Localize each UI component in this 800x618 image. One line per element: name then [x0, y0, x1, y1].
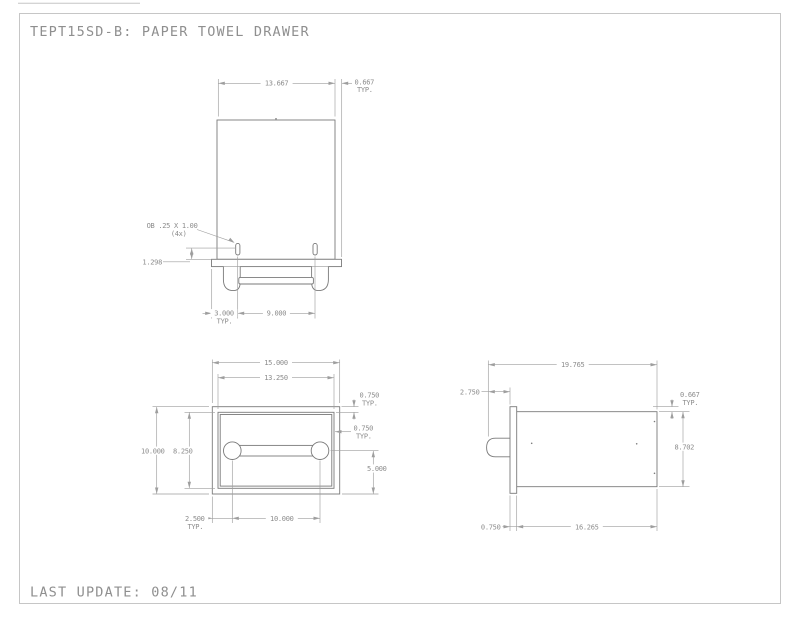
center-mark — [275, 118, 277, 120]
dim-plan-flange-offset: 0.667 — [355, 79, 375, 87]
dim-plan-bar-span: 9.000 — [267, 310, 287, 318]
dim-front-flange: 0.750 — [360, 391, 380, 399]
slot-note-line1: OB .25 X 1.00 — [147, 222, 198, 230]
dim-side-handle-depth: 2.750 — [460, 388, 480, 396]
dim-plan-bar-offset: 3.000 — [214, 310, 234, 318]
dim-plan-bar-offset-typ: TYP. — [217, 318, 233, 326]
dim-side-flange-typ: TYP. — [683, 399, 699, 407]
dim-front-border-typ: TYP. — [356, 432, 372, 440]
handle-bar — [238, 444, 314, 457]
dim-front-handle-offset-typ: TYP. — [187, 523, 203, 531]
left-bracket — [222, 266, 241, 292]
front-face-outline — [219, 414, 333, 487]
dim-front-handle-height: 5.000 — [367, 465, 387, 473]
handle-end-right — [310, 441, 330, 460]
front-outer-outline — [211, 406, 341, 495]
mounting-slot-right — [312, 242, 318, 256]
dim-plan-flange-typ: TYP. — [357, 86, 373, 94]
dim-side-flange: 0.667 — [680, 391, 700, 399]
front-view-geometry — [211, 406, 341, 495]
handle-end-left — [223, 441, 242, 460]
dim-front-flange-typ: TYP. — [362, 399, 378, 407]
dim-side-total-depth: 19.765 — [561, 361, 585, 369]
drawer-box-outline — [516, 411, 658, 488]
side-view-geometry — [486, 406, 658, 494]
front-opening-outline — [217, 411, 335, 489]
front-view: 15.000 13.250 0.750 TYP. 0.750 TYP. 10.0… — [136, 358, 391, 531]
dim-front-opening-height: 8.250 — [173, 447, 193, 455]
plan-view-dimensions: 13.667 0.667 TYP. OB .25 X 1.00 (4x) 1.2… — [142, 79, 374, 326]
side-view: 19.765 2.750 0.667 TYP. 8.702 — [460, 360, 700, 531]
dim-front-handle-offset: 2.500 — [185, 515, 205, 523]
right-bracket — [311, 266, 329, 292]
rivet-mark — [653, 420, 656, 423]
handle-profile — [486, 437, 511, 458]
dim-front-opening-width: 13.250 — [264, 374, 288, 382]
last-update-label: LAST UPDATE: 08/11 — [30, 585, 198, 601]
flange-plate — [509, 406, 518, 494]
dim-front-outer-width: 15.000 — [264, 359, 288, 367]
rivet-mark — [635, 443, 638, 445]
rivet-mark — [530, 442, 533, 445]
plan-view-geometry — [211, 118, 342, 292]
dim-front-outer-height: 10.000 — [141, 447, 165, 455]
flange-bar — [211, 258, 342, 268]
drawer-body-outline — [216, 119, 336, 260]
dim-side-flange-thickness: 0.750 — [481, 523, 501, 531]
dim-plan-width: 13.667 — [265, 80, 289, 88]
dim-side-body-depth: 16.265 — [575, 523, 599, 531]
dim-side-body-height: 8.702 — [675, 443, 695, 451]
front-view-dimensions: 15.000 13.250 0.750 TYP. 0.750 TYP. 10.0… — [136, 358, 391, 531]
rivet-mark — [653, 472, 656, 475]
slot-note-line2: (4x) — [171, 230, 187, 238]
mounting-slot-left — [235, 242, 241, 256]
dim-front-handle-span: 10.000 — [270, 515, 294, 523]
plan-view: 13.667 0.667 TYP. OB .25 X 1.00 (4x) 1.2… — [142, 79, 374, 326]
sheet-title: TEPT15SD-B: PAPER TOWEL DRAWER — [30, 24, 310, 40]
side-view-dimensions: 19.765 2.750 0.667 TYP. 8.702 — [460, 360, 700, 531]
dim-front-border: 0.750 — [354, 424, 374, 432]
sheet-border — [18, 2, 781, 604]
dim-plan-slot-drop: 1.298 — [142, 259, 162, 267]
towel-bar — [238, 276, 314, 285]
